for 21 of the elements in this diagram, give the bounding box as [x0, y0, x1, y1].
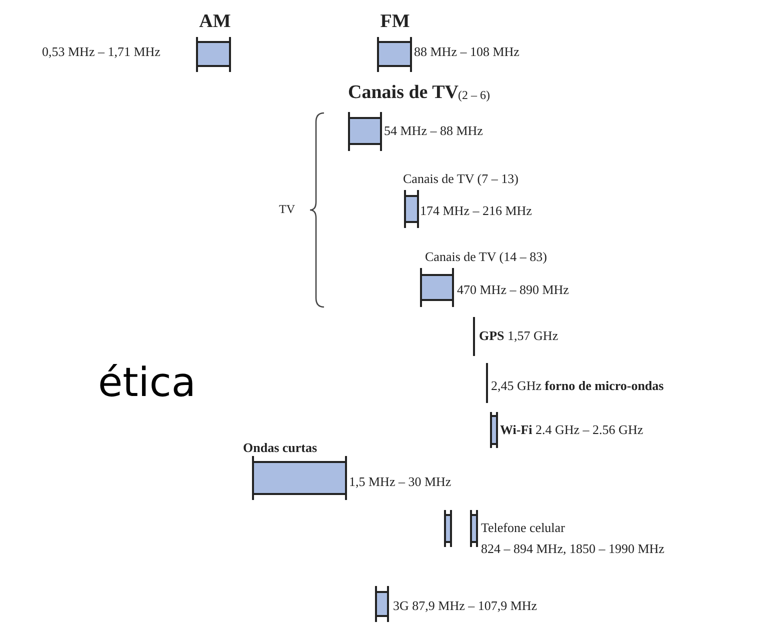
frequency-range: 470 MHz – 890 MHz [457, 282, 569, 298]
frequency-range: 88 MHz – 108 MHz [414, 44, 520, 60]
band-title: Canais de TV (7 – 13) [403, 172, 518, 186]
frequency-label: GPS 1,57 GHz [479, 328, 558, 344]
frequency-range: 54 MHz – 88 MHz [384, 124, 483, 138]
frequency-range: 1,5 MHz – 30 MHz [349, 474, 452, 490]
frequency-label: Wi-Fi 2.4 GHz – 2.56 GHz [500, 422, 644, 438]
band-title: Canais de TV (14 – 83) [425, 250, 547, 264]
frequency-range: 824 – 894 MHz, 1850 – 1990 MHz [481, 542, 664, 556]
band-title: AM [199, 12, 231, 32]
slide-title-fragment: ética [98, 361, 196, 405]
frequency-label: 2,45 GHz forno de micro-ondas [491, 378, 664, 394]
band-title: Canais de TV [348, 82, 459, 104]
frequency-label: 3G 87,9 MHz – 107,9 MHz [393, 598, 538, 614]
band-title: Telefone celular [481, 520, 565, 536]
band-title: Ondas curtas [243, 440, 318, 456]
frequency-range: 0,53 MHz – 1,71 MHz [42, 44, 160, 60]
channel-range: (2 – 6) [458, 89, 490, 103]
group-label: TV [279, 203, 295, 217]
band-title: FM [380, 12, 410, 32]
frequency-range: 174 MHz – 216 MHz [420, 204, 532, 218]
